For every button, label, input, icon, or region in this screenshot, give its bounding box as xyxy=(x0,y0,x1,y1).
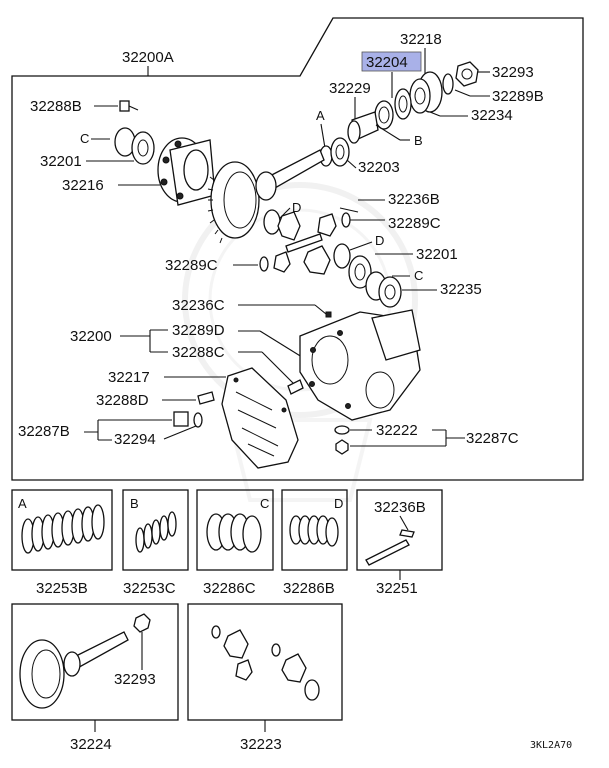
callout-32204: 32204 xyxy=(366,54,408,71)
kit-box-D: D xyxy=(281,489,348,571)
callout-32201-right: 32201 xyxy=(416,246,458,263)
kit-inner-32236B: 32236B xyxy=(374,499,426,516)
bolt-32288D xyxy=(197,391,215,405)
callout-32222: 32222 xyxy=(376,422,418,439)
callout-32234: 32234 xyxy=(471,107,513,124)
bolt-32288C xyxy=(287,379,304,395)
set-box-32223 xyxy=(187,603,343,721)
svg-text:C: C xyxy=(260,496,269,511)
shim-stack-D xyxy=(289,515,339,547)
callout-32287B: 32287B xyxy=(18,423,70,440)
callout-32218: 32218 xyxy=(400,31,442,48)
gasket-32222 xyxy=(334,425,350,435)
callout-32289B: 32289B xyxy=(492,88,544,105)
callout-32293: 32293 xyxy=(492,64,534,81)
highlight-32204 xyxy=(361,51,422,72)
callout-32229: 32229 xyxy=(329,80,371,97)
kit-part-32253C: 32253C xyxy=(123,580,176,597)
letter-B-callout: B xyxy=(414,133,423,148)
svg-text:32293: 32293 xyxy=(114,671,156,688)
side-gear-lower xyxy=(303,245,331,275)
bearing-32203 xyxy=(330,137,350,167)
shim-stack-C xyxy=(206,513,262,553)
differential-case xyxy=(157,137,216,206)
side-gear-upper xyxy=(277,211,301,241)
nut-32293 xyxy=(455,61,479,87)
shim-stack-B xyxy=(135,511,177,553)
set-ring-gear xyxy=(19,639,65,709)
letter-C-callout-right: C xyxy=(414,268,423,283)
callout-32236C: 32236C xyxy=(172,297,225,314)
letter-A-callout: A xyxy=(316,108,325,123)
bearing-32201-right xyxy=(348,255,372,289)
plug-32287C xyxy=(335,439,349,455)
spacer-32229 xyxy=(347,111,379,144)
washer-32289B xyxy=(442,73,454,95)
callout-32200: 32200 xyxy=(70,328,112,345)
callout-32287C: 32287C xyxy=(466,430,519,447)
svg-text:D: D xyxy=(334,496,343,511)
plug-32287B xyxy=(173,411,189,427)
assembly-label: 32200A xyxy=(122,49,174,66)
callout-32288B: 32288B xyxy=(30,98,82,115)
callout-32201-left: 32201 xyxy=(40,153,82,170)
ring-gear xyxy=(207,161,260,244)
thrust-washer-D-top xyxy=(263,209,281,235)
pinion-gear-right xyxy=(317,213,337,237)
pinion-gear-left xyxy=(273,251,291,273)
thrust-washer-D-bottom xyxy=(333,243,351,269)
main-frame xyxy=(11,17,584,481)
figure-code: 3KL2A70 xyxy=(530,740,572,751)
shim-stack-A xyxy=(21,504,105,554)
callout-32216: 32216 xyxy=(62,177,104,194)
set-box-32224: 32293 xyxy=(11,603,179,721)
kit-part-32286B: 32286B xyxy=(283,580,335,597)
callout-32236B: 32236B xyxy=(388,191,440,208)
callout-32289C-right: 32289C xyxy=(388,215,441,232)
pinion-shaft xyxy=(285,233,323,253)
letter-C-callout-left: C xyxy=(80,131,89,146)
callout-32217: 32217 xyxy=(108,369,150,386)
letter-D-callout-bottom: D xyxy=(375,233,384,248)
rear-cover-32217 xyxy=(221,367,299,469)
pinion-shaft-32251 xyxy=(365,539,410,566)
set-part-32224: 32224 xyxy=(70,736,112,753)
washer-32289C-left xyxy=(259,256,269,272)
bearing-32201-left xyxy=(131,131,155,165)
kit-box-A: A xyxy=(11,489,113,571)
kit-part-32253B: 32253B xyxy=(36,580,88,597)
callout-32203: 32203 xyxy=(358,159,400,176)
pin-32236B-top xyxy=(339,207,359,213)
side-bearing-32235 xyxy=(378,276,402,308)
svg-text:A: A xyxy=(18,496,27,511)
set-nut xyxy=(133,613,151,633)
carrier-housing xyxy=(299,309,421,421)
kit-part-32286C: 32286C xyxy=(203,580,256,597)
callout-32289C-left: 32289C xyxy=(165,257,218,274)
pin-32236C xyxy=(325,311,332,318)
svg-text:B: B xyxy=(130,496,139,511)
washer-32289C-right xyxy=(341,212,351,228)
drive-pinion xyxy=(255,149,325,201)
kit-part-32251: 32251 xyxy=(376,580,418,597)
callout-32288C: 32288C xyxy=(172,344,225,361)
callout-32289D: 32289D xyxy=(172,322,225,339)
kit-box-C: C xyxy=(196,489,274,571)
oil-seal-32204 xyxy=(394,88,412,120)
flange-32218 xyxy=(409,71,443,114)
gasket-32294 xyxy=(193,412,203,428)
letter-D-callout-top: D xyxy=(292,200,301,215)
kit-box-B: B xyxy=(122,489,189,571)
kit-box-pins: 32236B xyxy=(356,489,443,571)
callout-32235: 32235 xyxy=(440,281,482,298)
bolt-32288B xyxy=(119,100,139,112)
callout-32294: 32294 xyxy=(114,431,156,448)
set-part-32223: 32223 xyxy=(240,736,282,753)
callout-32288D: 32288D xyxy=(96,392,149,409)
